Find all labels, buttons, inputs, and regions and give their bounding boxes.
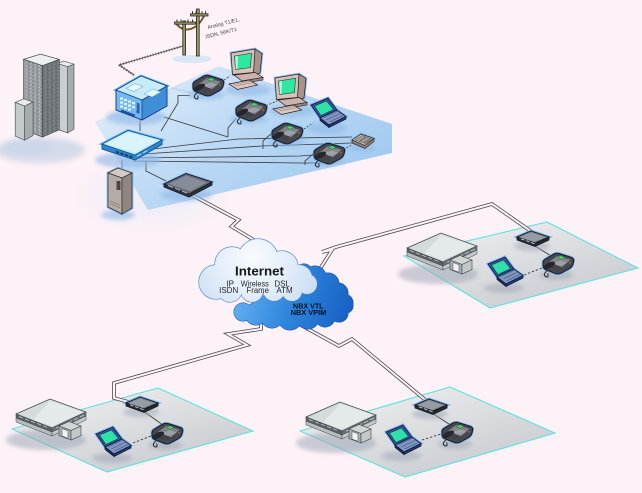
svg-text:ISDN: ISDN xyxy=(219,286,238,295)
svg-text:ATM: ATM xyxy=(276,286,293,295)
svg-text:DSL: DSL xyxy=(274,279,290,288)
svg-text:Frame: Frame xyxy=(247,286,270,295)
svg-text:Internet: Internet xyxy=(235,265,285,279)
svg-text:NBX VTL: NBX VTL xyxy=(293,302,324,311)
svg-text:IP: IP xyxy=(226,279,234,288)
svg-text:NBX VPIM: NBX VPIM xyxy=(291,308,327,317)
svg-text:Wireless: Wireless xyxy=(241,279,269,288)
